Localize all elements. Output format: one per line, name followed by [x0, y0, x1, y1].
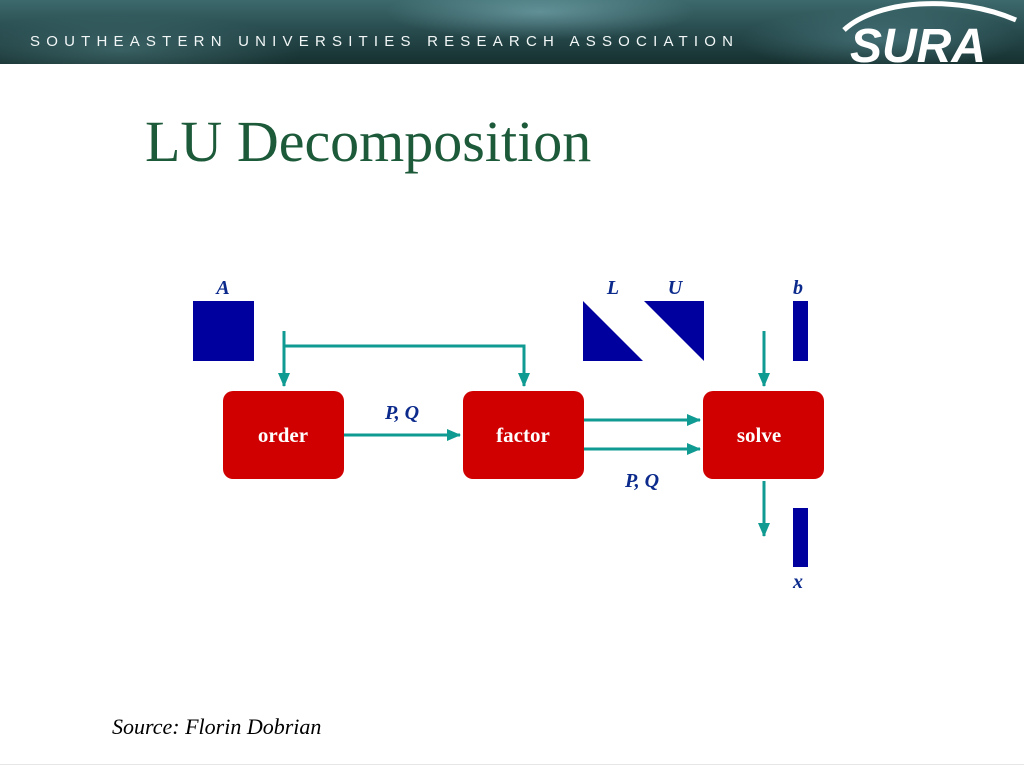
source-citation: Source: Florin Dobrian [112, 714, 322, 739]
label-u: U [668, 277, 684, 299]
matrix-a [193, 301, 254, 361]
footer-divider [0, 764, 1024, 765]
sura-logo: SURA [842, 1, 1017, 64]
header-banner: SOUTHEASTERN UNIVERSITIES RESEARCH ASSOC… [0, 0, 1024, 64]
label-l: L [606, 277, 619, 299]
label-a: A [214, 277, 229, 299]
node-order: order [223, 391, 344, 479]
organization-name: SOUTHEASTERN UNIVERSITIES RESEARCH ASSOC… [30, 33, 740, 50]
node-solve: solve [703, 391, 824, 479]
logo-swoosh [842, 1, 1017, 32]
node-order-label: order [258, 423, 308, 447]
label-pq-order-factor: P, Q [384, 402, 419, 424]
slide-title: LU Decomposition [145, 109, 592, 174]
arrow-a-to-factor [284, 344, 530, 387]
label-x: x [792, 571, 803, 593]
node-solve-label: solve [737, 423, 781, 447]
node-factor: factor [463, 391, 584, 479]
vector-b [793, 301, 808, 361]
label-pq-factor-solve: P, Q [624, 470, 659, 492]
matrix-l [583, 301, 643, 361]
matrix-u [644, 301, 704, 361]
logo-text: SURA [850, 20, 986, 64]
node-factor-label: factor [496, 423, 550, 447]
label-b: b [793, 277, 803, 299]
vector-x [793, 508, 808, 567]
